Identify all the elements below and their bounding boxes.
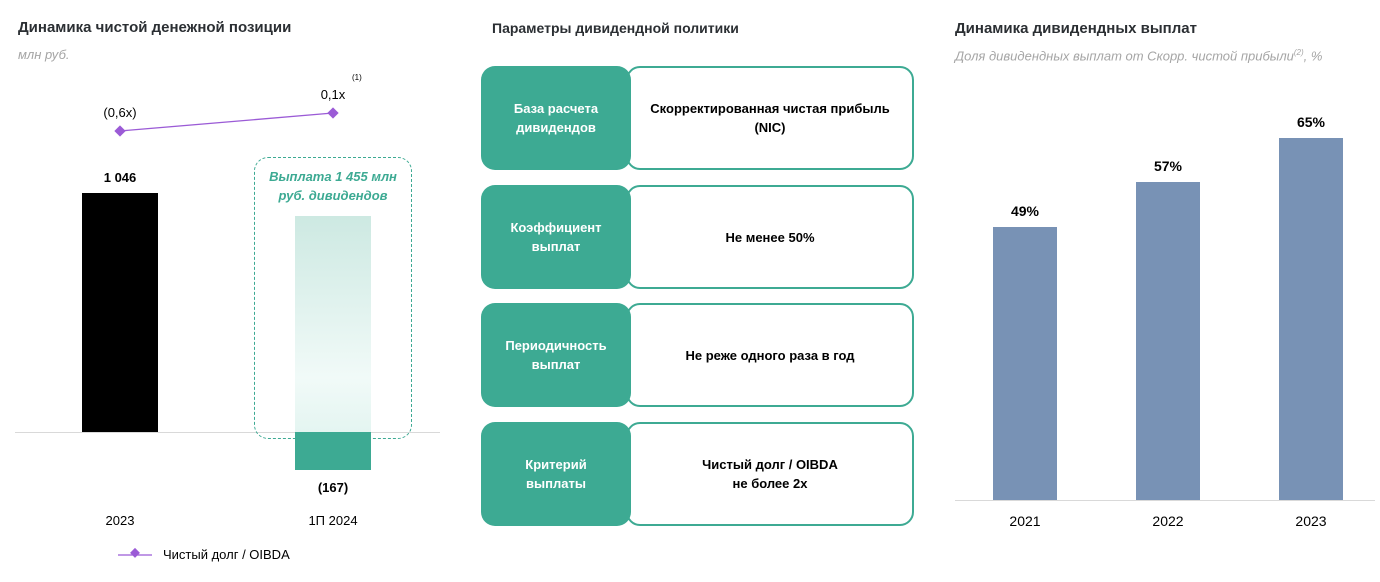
policy-label-text: Критерий выплаты	[525, 457, 587, 491]
bar-1П 2024	[295, 432, 371, 471]
bar-value-label: 49%	[1010, 203, 1040, 219]
policy-label: Периодичность выплат	[481, 303, 631, 407]
bar-value-label: 57%	[1153, 158, 1183, 175]
net-cash-title: Динамика чистой денежной позиции	[18, 19, 292, 36]
dividend-policy-title: Параметры дивидендной политики	[492, 20, 739, 36]
dividend-annotation: Выплата 1 455 млн руб. дивидендов	[269, 169, 397, 203]
x-tick-label: 1П 2024	[308, 513, 358, 528]
net-debt-oibda-line-chart: (0,6x) 0,1x	[103, 87, 346, 137]
bar-value-label: 65%	[1296, 113, 1326, 130]
policy-label-text: База расчета дивидендов	[513, 101, 599, 135]
footnote-marker-1: (1)	[352, 73, 362, 82]
dividend-dynamics-subtitle: Доля дивидендных выплат от Скорр. чистой…	[955, 48, 1322, 63]
subtitle-unit: , %	[1303, 48, 1323, 64]
legend-label: Чистый долг / OIBDA	[163, 547, 290, 562]
policy-label: Критерий выплаты	[481, 422, 631, 526]
footnote-marker-2: (2)	[1293, 48, 1304, 57]
line-point-label: (0,6x)	[103, 105, 136, 120]
bar-2023	[82, 193, 158, 432]
bar-2022	[1136, 182, 1200, 500]
net-cash-subtitle: млн руб.	[18, 47, 70, 62]
bar-2023	[1279, 137, 1343, 500]
policy-label-text: Периодичность выплат	[505, 338, 607, 372]
policy-label: Коэффициент выплат	[481, 185, 631, 289]
legend-line-diamond-icon	[118, 547, 152, 558]
subtitle-text: Доля дивидендных выплат от Скорр. чистой…	[955, 48, 1294, 64]
dividend-ghost-bar	[295, 216, 371, 432]
bar-2021	[993, 227, 1057, 500]
right-baseline	[955, 500, 1375, 501]
policy-value: Чистый долг / OIBDA не более 2x	[626, 422, 914, 526]
left-baseline	[15, 432, 440, 433]
bar-value-label: (167)	[317, 480, 349, 495]
policy-value: Скорректированная чистая прибыль (NIC)	[626, 66, 914, 170]
dividend-dynamics-title: Динамика дивидендных выплат	[955, 20, 1197, 37]
x-tick-label: 2023	[105, 513, 135, 528]
line-point-marker	[327, 107, 339, 119]
policy-label-text: Коэффициент выплат	[510, 220, 602, 254]
x-tick-label: 2022	[1152, 513, 1184, 529]
line-point-label: 0,1x	[321, 87, 346, 102]
policy-value: Не менее 50%	[626, 185, 914, 289]
x-tick-label: 2021	[1009, 513, 1041, 529]
x-tick-label: 2023	[1295, 513, 1327, 529]
line-point-marker	[114, 125, 126, 137]
bar-value-label: 1 046	[103, 170, 137, 185]
policy-value: Не реже одного раза в год	[626, 303, 914, 407]
net-debt-oibda-line	[119, 112, 334, 132]
policy-label: База расчета дивидендов	[481, 66, 631, 170]
